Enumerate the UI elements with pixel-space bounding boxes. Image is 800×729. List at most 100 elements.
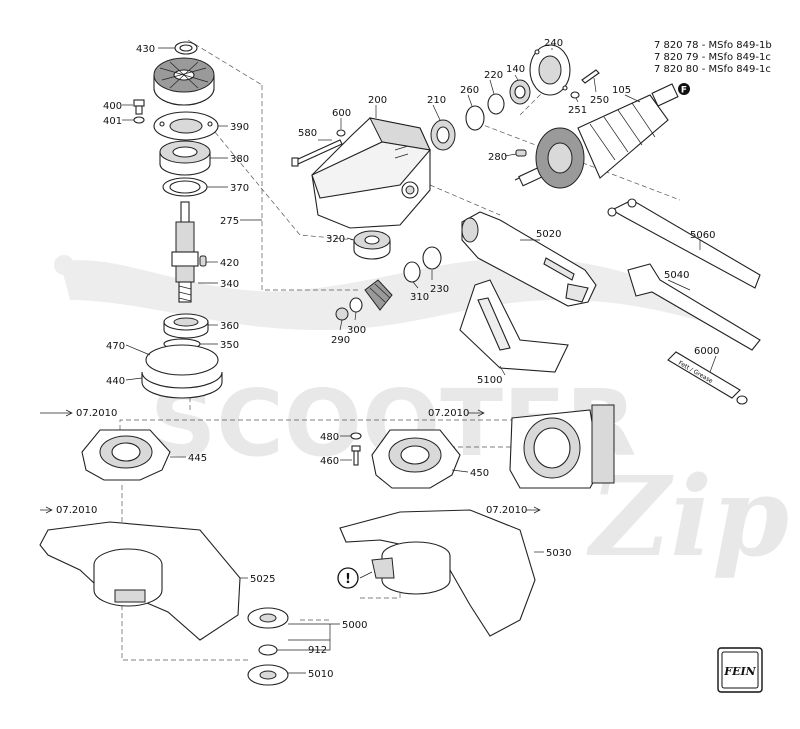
- bearing-flange-390: [153, 111, 219, 141]
- ref-label-4: 07.2010: [486, 505, 527, 516]
- label-5025: 5025: [250, 574, 275, 585]
- label-430: 430: [136, 44, 155, 55]
- label-480: 480: [320, 432, 339, 443]
- washer-230: [422, 246, 442, 270]
- label-912: 912: [308, 645, 327, 656]
- circlip-430: [174, 41, 198, 55]
- label-200: 200: [368, 95, 387, 106]
- side-handle-5020: [461, 211, 597, 307]
- bracket-5100: [459, 279, 569, 373]
- washer-310: [403, 261, 421, 283]
- spindle-assembly: [133, 41, 223, 399]
- bearing-210: [430, 119, 456, 151]
- pin-wrench-5060: [607, 198, 761, 289]
- label-390: 390: [230, 122, 249, 133]
- spindle-340: [171, 201, 199, 303]
- label-310: 310: [410, 292, 429, 303]
- label-370: 370: [230, 183, 249, 194]
- badge-circle: [678, 83, 690, 95]
- label-360: 360: [220, 321, 239, 332]
- label-240: 240: [544, 38, 563, 49]
- warning-circle: [337, 567, 359, 589]
- label-600: 600: [332, 108, 351, 119]
- label-445: 445: [188, 453, 207, 464]
- label-420: 420: [220, 258, 239, 269]
- label-400: 400: [103, 101, 122, 112]
- label-5040: 5040: [664, 270, 689, 281]
- gear-housing-200: [311, 117, 432, 229]
- spanner-5040: [627, 263, 761, 351]
- label-280: 280: [488, 152, 507, 163]
- label-380: 380: [230, 154, 249, 165]
- label-5020: 5020: [536, 229, 561, 240]
- ref-label-2: 07.2010: [428, 408, 469, 419]
- washer-600: [336, 129, 346, 137]
- label-5010: 5010: [308, 669, 333, 680]
- reference-labels: 07.2010 07.2010 07.2010 07.2010: [56, 408, 527, 516]
- label-290: 290: [331, 335, 350, 346]
- bearing-320: [353, 230, 391, 260]
- model-line-1: 7 820 78 - MSfo 849-1b: [654, 40, 772, 51]
- model-line-3: 7 820 80 - MSfo 849-1c: [654, 64, 771, 75]
- grease-tube-6000: Fett / Grease: [667, 351, 748, 405]
- key-280: [515, 149, 527, 157]
- washer-300: [349, 297, 363, 313]
- logo-text: FEIN: [723, 665, 756, 678]
- badge-letter: F: [681, 86, 687, 96]
- screw-400: [133, 99, 145, 115]
- label-250: 250: [590, 95, 609, 106]
- flange-450: [371, 429, 461, 489]
- label-5100: 5100: [477, 375, 502, 386]
- label-300: 300: [347, 325, 366, 336]
- label-260: 260: [460, 85, 479, 96]
- screw-580: [291, 139, 343, 167]
- watermark-script-text: Zip: [586, 452, 789, 581]
- label-5060: 5060: [690, 230, 715, 241]
- clamp-nut-5010: [247, 664, 289, 686]
- label-105: 105: [612, 85, 631, 96]
- label-210: 210: [427, 95, 446, 106]
- label-401: 401: [103, 116, 122, 127]
- ball-bearing-380: [159, 140, 211, 176]
- ring-360: [163, 313, 209, 339]
- label-350: 350: [220, 340, 239, 351]
- label-470: 470: [106, 341, 125, 352]
- ring-470: [145, 344, 219, 376]
- bevel-gear-top: [153, 57, 215, 106]
- fein-logo: FEIN: [717, 647, 763, 693]
- washer-480: [350, 432, 362, 440]
- screw-460: [351, 445, 361, 466]
- ring-440: [141, 371, 223, 399]
- label-580: 580: [298, 128, 317, 139]
- label-6000: 6000: [694, 346, 719, 357]
- wheel-guard-5030: [339, 509, 536, 637]
- nut-290: [335, 307, 349, 321]
- washer-401: [133, 116, 145, 124]
- label-220: 220: [484, 70, 503, 81]
- label-5030: 5030: [546, 548, 571, 559]
- label-450: 450: [470, 468, 489, 479]
- screw-250: [581, 69, 600, 84]
- ref-label-3: 07.2010: [56, 505, 97, 516]
- washer-220: [487, 93, 505, 115]
- bearing-plate-240: [529, 44, 571, 96]
- ring-260: [465, 105, 485, 131]
- motor-housing: [509, 404, 615, 489]
- label-251: 251: [568, 105, 587, 116]
- leader-lines: [40, 47, 717, 674]
- label-320: 320: [326, 234, 345, 245]
- ref-label-1: 07.2010: [76, 408, 117, 419]
- label-460: 460: [320, 456, 339, 467]
- label-5000: 5000: [342, 620, 367, 631]
- label-140: 140: [506, 64, 525, 75]
- pinion-gear: [364, 279, 393, 311]
- bearing-140: [509, 79, 531, 105]
- inner-flange-5000: [247, 607, 289, 629]
- oring-912: [258, 644, 278, 656]
- ring-370: [162, 177, 208, 197]
- warning-symbol: !: [345, 572, 351, 587]
- washer-251: [570, 91, 580, 99]
- model-list: 7 820 78 - MSfo 849-1b 7 820 79 - MSfo 8…: [654, 40, 772, 75]
- part-labels: 430 400 401 390 380 370 275 420 340 360 …: [103, 38, 719, 680]
